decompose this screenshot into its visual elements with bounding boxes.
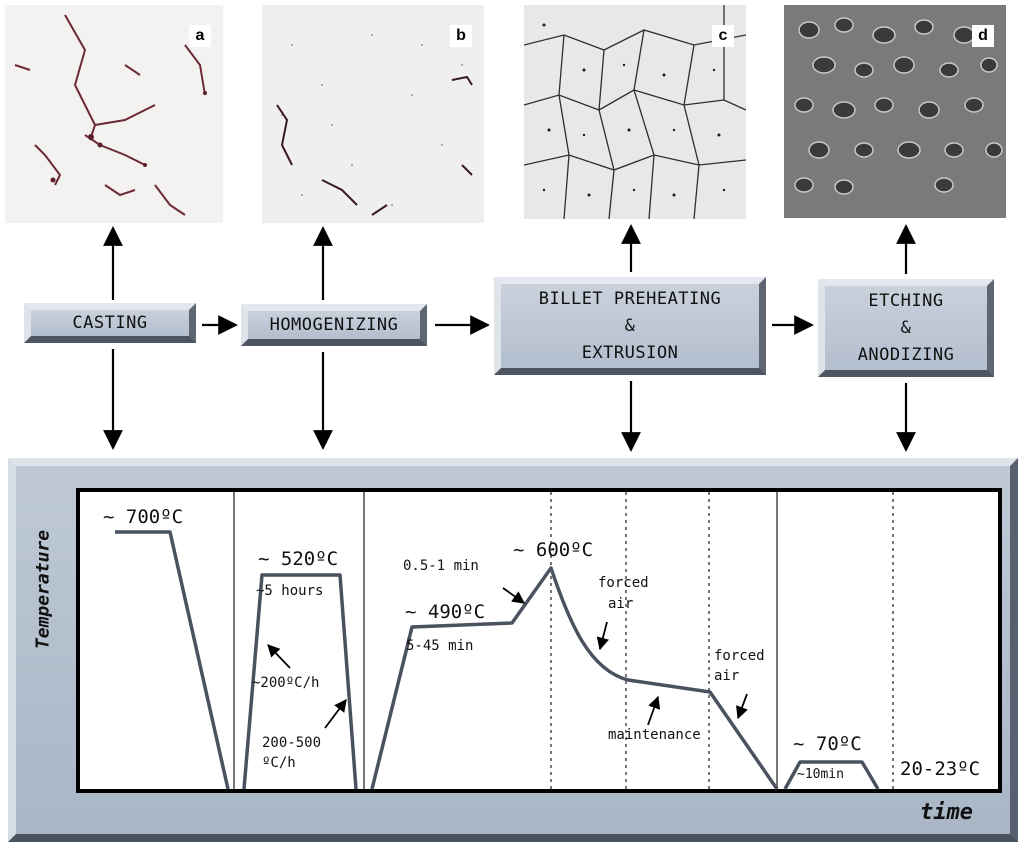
plot-area (76, 488, 1002, 793)
label-homog-time: ~5 hours (256, 583, 324, 599)
micrograph-a-image (14, 14, 207, 216)
arrow-forced-air-1 (596, 621, 609, 651)
micrograph-d-image (794, 17, 1003, 195)
arrow-maintenance (647, 695, 661, 726)
label-forced-air-1b: air (608, 596, 634, 612)
step-etching-line-3: ANODIZING (857, 344, 955, 365)
micrograph-b: b (262, 5, 484, 223)
micrograph-d: d (784, 5, 1006, 218)
micrograph-b-label: b (450, 25, 472, 47)
step-casting: CASTING (24, 303, 196, 343)
step-casting-line-1: CASTING (72, 312, 148, 333)
label-extrusion-time: 0.5-1 min (403, 558, 479, 574)
step-etching-line-2: & (900, 317, 912, 338)
label-casting-temp: ~ 700ºC (103, 506, 184, 528)
axis-label-time: time (920, 800, 973, 825)
label-heat-rate: ~200ºC/h (252, 675, 320, 691)
label-forced-air-2b: air (714, 668, 740, 684)
step-homogenizing: HOMOGENIZING (241, 304, 427, 346)
step-homogenizing-line-1: HOMOGENIZING (269, 314, 399, 335)
label-room-temp: 20-23ºC (900, 758, 981, 780)
micrograph-c-image (524, 5, 746, 219)
arrow-forced-air-2 (736, 693, 748, 720)
step-etching-anodizing: ETCHING & ANODIZING (818, 279, 994, 377)
label-preheat-temp: ~ 490ºC (405, 601, 486, 623)
arrow-extrusion-time (502, 587, 526, 604)
step-preheating-line-3: EXTRUSION (581, 342, 679, 363)
label-cool-rate-2: ºC/h (262, 755, 296, 771)
micrograph-d-label: d (972, 25, 994, 47)
micrograph-b-image (276, 34, 473, 216)
step-etching-line-1: ETCHING (868, 290, 944, 311)
step-preheating-line-1: BILLET PREHEATING (538, 288, 722, 309)
label-anodize-time: ~10min (797, 767, 844, 782)
step-billet-preheating-extrusion: BILLET PREHEATING & EXTRUSION (494, 277, 766, 375)
micrograph-a-label: a (189, 25, 211, 47)
axis-label-temperature: Temperature (32, 529, 54, 650)
label-cool-rate-1: 200-500 (262, 735, 322, 751)
label-maintenance: maintenance (608, 727, 701, 743)
label-anodize-temp: ~ 70ºC (793, 733, 862, 755)
label-homog-temp: ~ 520ºC (258, 548, 339, 570)
micrograph-c-label: c (712, 25, 734, 47)
micrograph-c: c (524, 5, 746, 219)
micrograph-a: a (5, 5, 223, 223)
temperature-curve (115, 530, 880, 790)
step-preheating-line-2: & (624, 315, 636, 336)
label-forced-air-2a: forced (714, 648, 765, 664)
arrow-heat-rate (267, 644, 291, 669)
label-preheat-time: 5-45 min (406, 638, 474, 654)
label-extrusion-temp: ~ 600ºC (513, 539, 594, 561)
label-forced-air-1a: forced (598, 575, 649, 591)
arrow-cool-rate (324, 698, 347, 729)
